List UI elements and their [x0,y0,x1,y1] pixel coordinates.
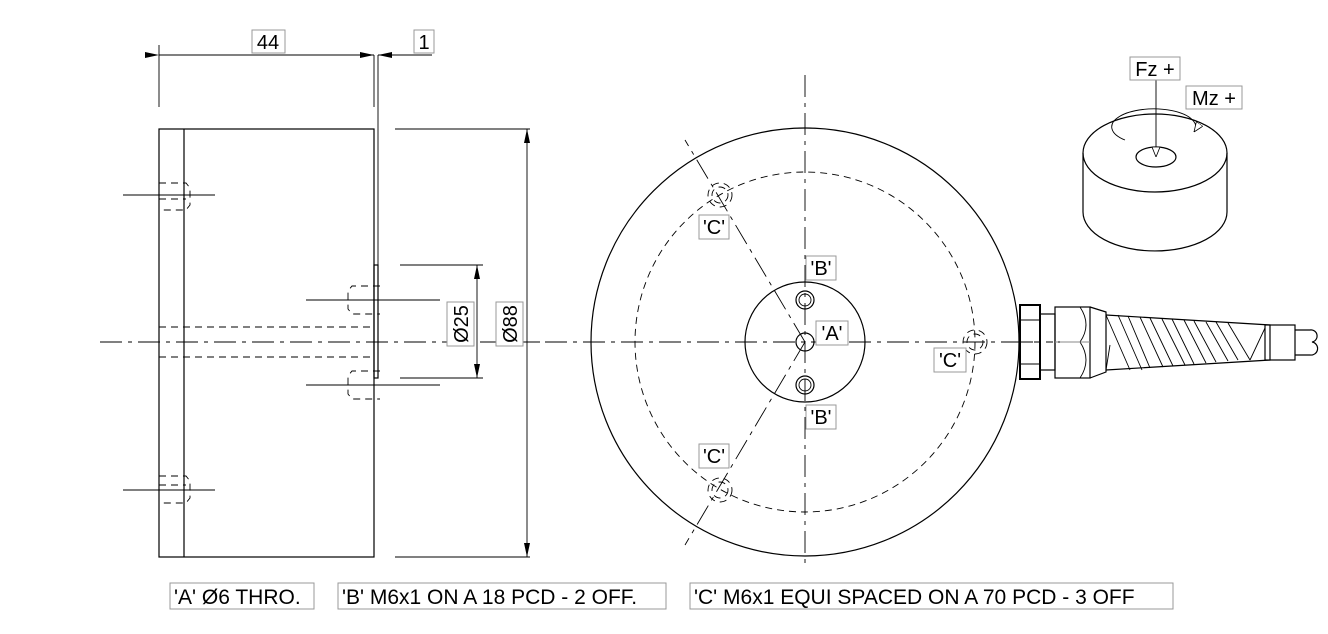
dimension-body-diameter: Ø88 [500,305,522,343]
dimension-hub-diameter: Ø25 [451,305,473,343]
label-a: 'A' [822,323,843,345]
hole-c-bottom [707,477,733,503]
hidden-hole-top [123,182,215,211]
label-b-top: 'B' [811,258,832,280]
notes: 'A' Ø6 THRO. 'B' M6x1 ON A 18 PCD - 2 OF… [169,582,1174,610]
hidden-thread-lower [306,370,440,400]
hole-c-top [707,182,733,208]
moment-label: Mz + [1192,88,1236,110]
label-c-bottom: 'C' [703,446,725,468]
isometric-view: Fz + Mz + [1082,56,1243,252]
side-view: 44 1 Ø25 Ø88 [100,29,560,558]
hole-b-top [795,290,815,310]
label-c-right: 'C' [939,350,961,372]
hole-c-right [962,329,988,355]
front-view: 'C' 'B' 'A' 'C' 'B' 'C' [545,75,1035,565]
hidden-hole-bottom [123,475,215,504]
force-label: Fz + [1135,59,1174,81]
dimension-length: 44 [257,32,279,54]
note-b: 'B' M6x1 ON A 18 PCD - 2 OFF. [342,586,637,609]
note-a: 'A' Ø6 THRO. [174,586,301,609]
hub-flange [373,264,379,379]
hidden-thread-upper [306,285,440,315]
body-outline [158,128,375,558]
cable-gland [1019,304,1319,380]
hole-b-bottom [795,375,815,395]
label-b-bottom: 'B' [811,407,832,429]
label-c-top: 'C' [703,217,725,239]
note-c: 'C' M6x1 EQUI SPACED ON A 70 PCD - 3 OFF [694,586,1135,609]
hole-a [795,332,815,352]
dimension-flange: 1 [418,32,429,54]
moment-arrow [1111,108,1196,141]
